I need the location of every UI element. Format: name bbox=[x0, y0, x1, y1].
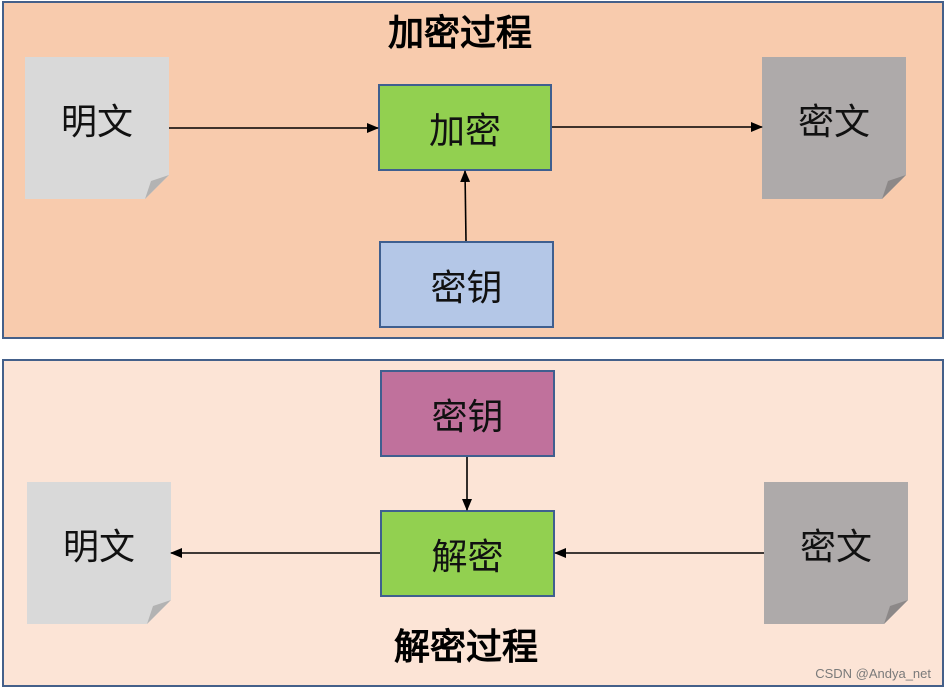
document-icon bbox=[762, 57, 906, 199]
encryption-title: 加密过程 bbox=[387, 13, 532, 54]
encryption-plaintext-doc: 明文 bbox=[25, 57, 169, 199]
decryption-plaintext-doc: 明文 bbox=[27, 482, 171, 624]
decryption-ciphertext-doc: 密文 bbox=[764, 482, 908, 624]
watermark: CSDN @Andya_net bbox=[815, 666, 931, 681]
decryption-key-label: 密钥 bbox=[431, 396, 504, 438]
encryption-plaintext-label: 明文 bbox=[60, 102, 133, 143]
decryption-ciphertext-label: 密文 bbox=[799, 527, 872, 568]
encryption-key-label: 密钥 bbox=[430, 267, 503, 309]
decryption-key-box: 密钥 bbox=[380, 370, 555, 457]
encryption-ciphertext-label: 密文 bbox=[797, 102, 870, 143]
decryption-process-box: 解密 bbox=[380, 510, 555, 597]
document-icon bbox=[764, 482, 908, 624]
document-icon bbox=[25, 57, 169, 199]
encryption-process-box: 加密 bbox=[378, 84, 552, 171]
encryption-process-label: 加密 bbox=[428, 110, 501, 152]
encryption-ciphertext-doc: 密文 bbox=[762, 57, 906, 199]
arrow-key-to-encrypt bbox=[460, 170, 471, 242]
decryption-title: 解密过程 bbox=[393, 627, 538, 668]
decryption-process-label: 解密 bbox=[431, 536, 504, 578]
decryption-plaintext-label: 明文 bbox=[62, 527, 135, 568]
document-icon bbox=[27, 482, 171, 624]
encryption-key-box: 密钥 bbox=[379, 241, 554, 328]
